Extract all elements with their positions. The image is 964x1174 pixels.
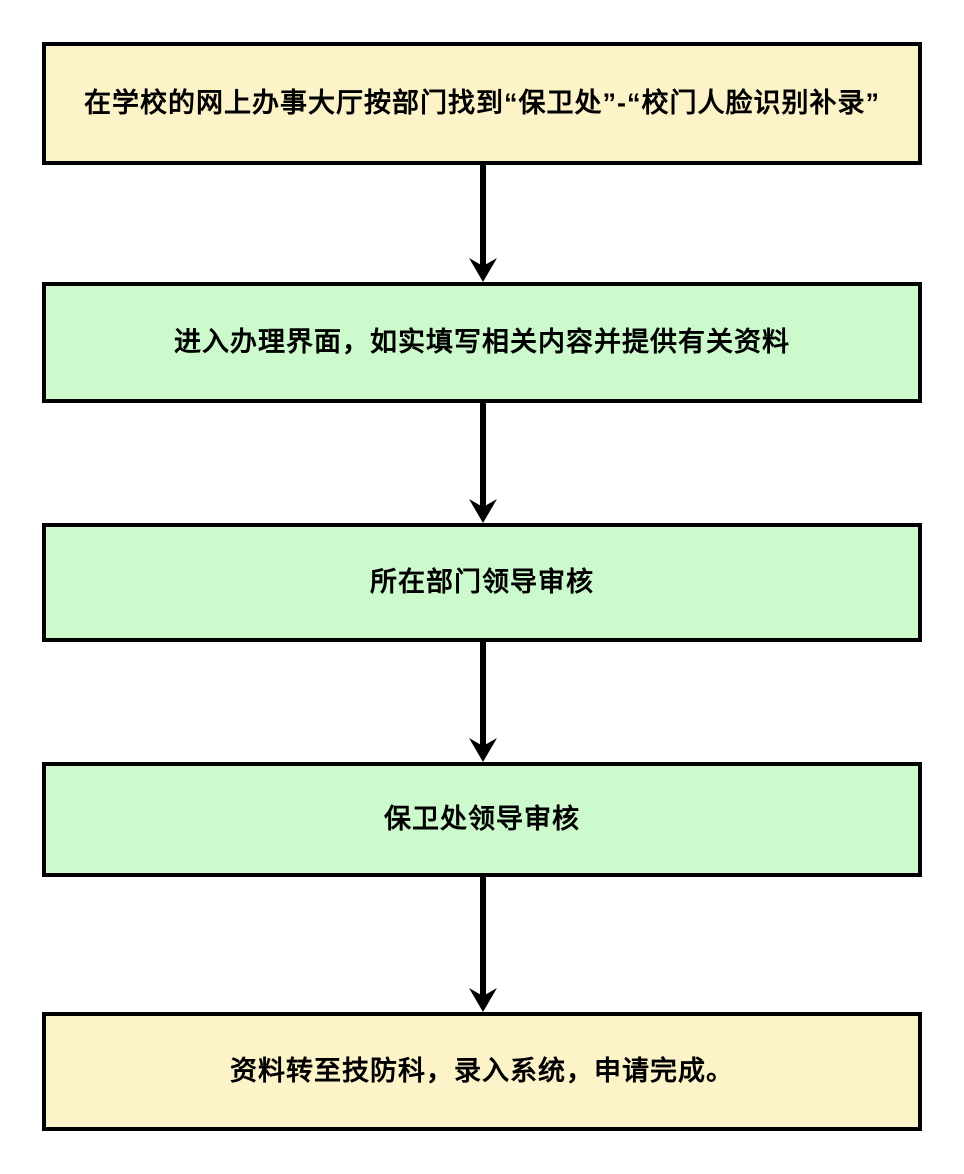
flow-step-5-label: 资料转至技防科，录入系统，申请完成。	[230, 1056, 734, 1087]
flow-step-2-label: 进入办理界面，如实填写相关内容并提供有关资料	[174, 327, 790, 358]
arrow-head-icon	[469, 499, 497, 523]
arrow-shaft	[480, 165, 486, 266]
flow-step-3-label: 所在部门领导审核	[370, 567, 594, 598]
flow-step-4-label: 保卫处领导审核	[384, 804, 580, 835]
down-arrow-2	[469, 403, 497, 523]
flow-step-3: 所在部门领导审核	[42, 523, 922, 642]
arrow-head-icon	[469, 738, 497, 762]
down-arrow-3	[469, 641, 497, 762]
flow-step-1: 在学校的网上办事大厅按部门找到“保卫处”-“校门人脸识别补录”	[42, 42, 922, 165]
down-arrow-4	[469, 877, 497, 1012]
flow-step-4: 保卫处领导审核	[42, 762, 922, 877]
arrow-shaft	[480, 877, 486, 996]
arrow-shaft	[480, 403, 486, 507]
arrow-head-icon	[469, 988, 497, 1012]
arrow-head-icon	[469, 258, 497, 282]
arrow-shaft	[480, 641, 486, 746]
flow-step-5: 资料转至技防科，录入系统，申请完成。	[42, 1012, 922, 1131]
flow-step-1-label: 在学校的网上办事大厅按部门找到“保卫处”-“校门人脸识别补录”	[84, 88, 880, 119]
flow-step-2: 进入办理界面，如实填写相关内容并提供有关资料	[42, 282, 922, 403]
down-arrow-1	[469, 165, 497, 282]
